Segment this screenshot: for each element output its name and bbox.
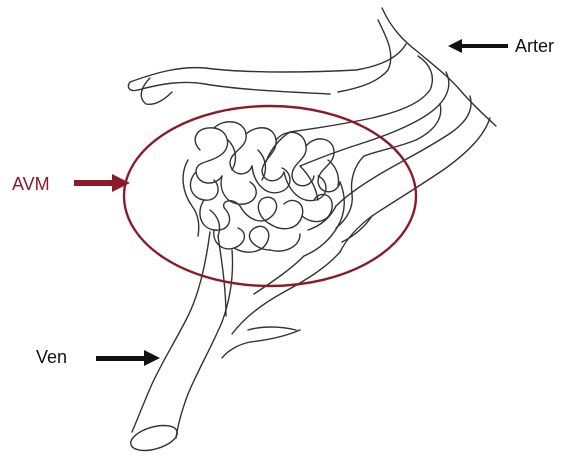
arrow-right-icon	[96, 350, 160, 366]
artery-vessels	[128, 8, 496, 252]
avm-nidus	[183, 122, 372, 256]
arter-label: Arter	[515, 36, 554, 56]
artery-feeder-3	[336, 96, 471, 206]
arrow-left-icon	[448, 39, 508, 53]
vein-tributary-2	[232, 252, 340, 334]
artery-branch-left-tip	[141, 78, 172, 104]
artery-trunk-inner	[338, 20, 391, 92]
avm-annotation: AVM	[12, 174, 130, 194]
vein-tributary-4	[222, 330, 300, 358]
artery-feeder-5	[364, 104, 441, 156]
artery-trunk	[382, 8, 496, 126]
artery-feeder-1	[290, 56, 432, 132]
vein-tributary-3	[254, 256, 304, 294]
arter-annotation: Arter	[448, 36, 554, 56]
avm-circle	[124, 106, 416, 286]
ven-annotation: Ven	[36, 347, 160, 367]
avm-label: AVM	[12, 174, 50, 194]
vein-opening	[128, 421, 180, 455]
arrow-right-icon	[74, 174, 130, 192]
artery-branch-left-lower	[138, 82, 330, 94]
ven-label: Ven	[36, 347, 67, 367]
vein-vessels	[128, 232, 340, 455]
vein-tributary-5	[248, 327, 296, 330]
